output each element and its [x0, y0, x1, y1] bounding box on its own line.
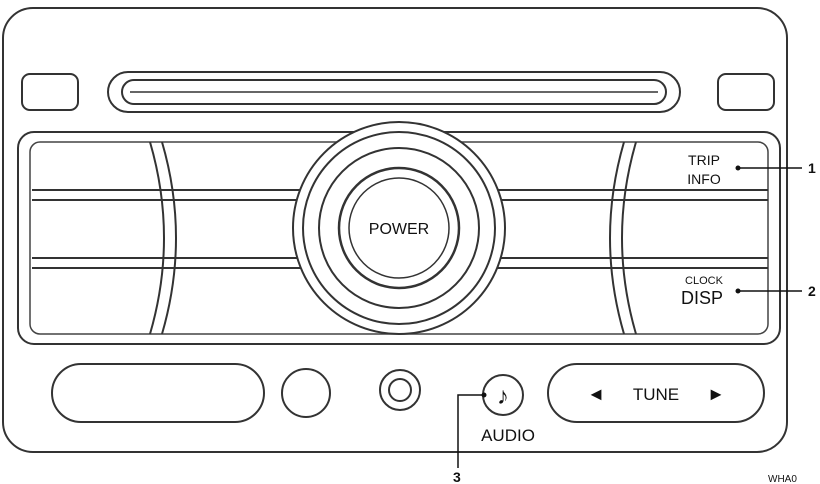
right-preset-buttons[interactable] — [470, 141, 768, 335]
tune-right-arrow-icon[interactable]: ► — [707, 384, 725, 404]
disp-label: DISP — [681, 288, 723, 308]
callout-3: 3 — [453, 392, 487, 484]
trip-label: TRIP — [688, 152, 720, 168]
callout-3-number: 3 — [453, 469, 461, 484]
power-label: POWER — [369, 221, 429, 238]
music-note-icon: ♪ — [497, 383, 509, 410]
info-label: INFO — [687, 171, 721, 187]
audio-button[interactable]: ♪ — [482, 374, 524, 416]
left-preset-buttons[interactable] — [32, 141, 330, 335]
tune-rocker[interactable]: ◄ TUNE ► — [547, 363, 765, 423]
callout-1: 1 — [735, 160, 816, 176]
bottom-round-button[interactable] — [281, 368, 331, 418]
audio-label: AUDIO — [481, 426, 535, 445]
cd-slot[interactable] — [107, 71, 681, 113]
callout-1-number: 1 — [808, 160, 816, 176]
right-top-button[interactable] — [717, 73, 775, 111]
bottom-left-pill-button[interactable] — [51, 363, 265, 423]
aux-jack[interactable] — [379, 369, 421, 411]
tune-label: TUNE — [633, 385, 679, 404]
clock-label: CLOCK — [685, 275, 724, 287]
trip-info-button[interactable]: TRIP INFO — [687, 152, 721, 187]
clock-disp-button[interactable]: CLOCK DISP — [681, 275, 724, 308]
figure-code: WHA0 — [768, 474, 797, 484]
left-top-button[interactable] — [21, 73, 79, 111]
tune-left-arrow-icon[interactable]: ◄ — [587, 384, 605, 404]
callout-2-number: 2 — [808, 283, 816, 299]
callout-2: 2 — [735, 283, 816, 299]
power-knob[interactable]: POWER — [292, 121, 506, 335]
